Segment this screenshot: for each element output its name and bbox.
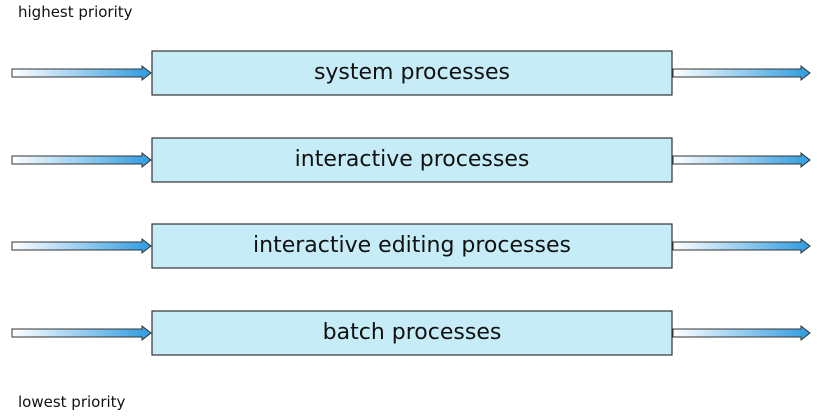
outgoing-arrow	[672, 324, 811, 342]
queue-label: batch processes	[322, 320, 502, 345]
highest-priority-label: highest priority	[18, 3, 133, 21]
queue-label: interactive processes	[294, 147, 530, 172]
incoming-arrow	[11, 324, 152, 342]
outgoing-arrow	[672, 237, 811, 255]
queue-box	[151, 223, 673, 269]
lowest-priority-label: lowest priority	[18, 393, 126, 411]
incoming-arrow	[11, 237, 152, 255]
incoming-arrow	[11, 151, 152, 169]
queue-box	[151, 50, 673, 96]
queue-box	[151, 310, 673, 356]
outgoing-arrow	[672, 151, 811, 169]
queue-box	[151, 137, 673, 183]
queue-label: system processes	[313, 60, 511, 85]
queue-label: interactive editing processes	[253, 233, 571, 258]
outgoing-arrow	[672, 64, 811, 82]
incoming-arrow	[11, 64, 152, 82]
